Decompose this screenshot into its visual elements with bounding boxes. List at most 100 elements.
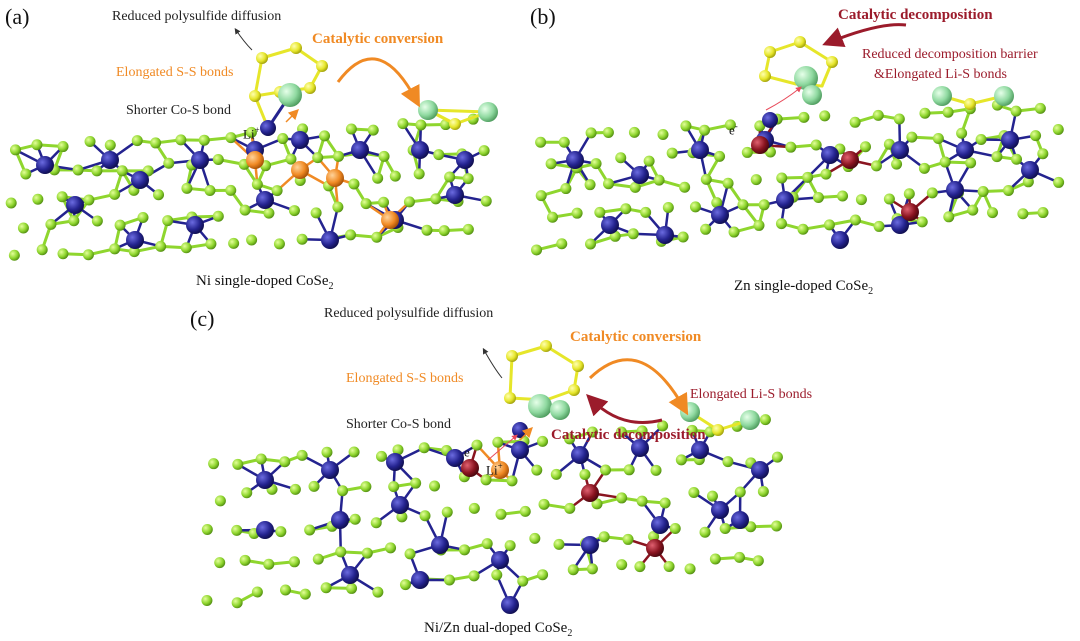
se-atom xyxy=(556,238,568,250)
se-atom xyxy=(201,594,213,606)
se-atom xyxy=(392,444,404,456)
se-atom xyxy=(481,538,493,550)
ss-bonds-note-c: Elongated S-S bonds xyxy=(346,371,464,386)
se-atom xyxy=(535,190,547,202)
co-atom xyxy=(751,461,769,479)
se-atom xyxy=(986,207,998,219)
s-atom xyxy=(256,52,268,64)
se-atom xyxy=(20,168,32,180)
se-atom xyxy=(345,229,357,241)
se-atom xyxy=(480,474,492,486)
s-atom xyxy=(826,56,838,68)
se-atom xyxy=(430,193,442,205)
s-s-bond xyxy=(253,56,264,98)
se-atom xyxy=(163,157,175,169)
caption-c: Ni/Zn dual-doped CoSe2 xyxy=(424,620,573,639)
se-atom xyxy=(312,553,324,565)
se-atom xyxy=(346,582,358,594)
se-atom xyxy=(615,426,627,438)
diffusion-note-c: Reduced polysulfide diffusion xyxy=(324,306,494,321)
se-atom xyxy=(360,198,372,210)
se-atom xyxy=(699,526,711,538)
li-atom xyxy=(740,410,760,430)
se-atom xyxy=(378,196,390,208)
se-atom xyxy=(225,132,237,144)
se-atom xyxy=(1034,102,1046,114)
se-atom xyxy=(906,131,918,143)
se-atom xyxy=(752,555,764,567)
se-atom xyxy=(657,128,669,140)
s-atom xyxy=(504,392,516,404)
zn-atom xyxy=(841,151,859,169)
se-atom xyxy=(600,464,612,476)
se-atom xyxy=(932,132,944,144)
se-atom xyxy=(82,249,94,261)
se-atom xyxy=(56,191,68,203)
se-atom xyxy=(506,475,518,487)
se-atom xyxy=(441,506,453,518)
se-atom xyxy=(332,201,344,213)
se-atom xyxy=(585,127,597,139)
s-atom xyxy=(759,70,771,82)
se-atom xyxy=(333,150,345,162)
se-atom xyxy=(636,425,648,437)
zn-atom xyxy=(646,539,664,557)
se-atom xyxy=(239,204,251,216)
co-atom xyxy=(511,441,529,459)
li-atom xyxy=(550,400,570,420)
se-atom xyxy=(444,171,456,183)
se-atom xyxy=(620,203,632,215)
se-atom xyxy=(728,226,740,238)
se-atom xyxy=(810,139,822,151)
se-atom xyxy=(684,563,696,575)
se-atom xyxy=(579,469,591,481)
se-atom xyxy=(967,204,979,216)
co-atom xyxy=(601,216,619,234)
co-atom xyxy=(256,471,274,489)
se-atom xyxy=(758,199,770,211)
se-atom xyxy=(891,158,903,170)
se-atom xyxy=(722,177,734,189)
barrier-note-b-line1: Reduced decomposition barrier xyxy=(862,47,1038,62)
se-atom xyxy=(1030,130,1042,142)
co-atom xyxy=(731,511,749,529)
co-atom xyxy=(260,120,276,136)
se-atom xyxy=(722,456,734,468)
se-atom xyxy=(175,134,187,146)
se-atom xyxy=(114,219,126,231)
co-atom xyxy=(341,566,359,584)
s-atom xyxy=(794,36,806,48)
cos-bond-note-c: Shorter Co-S bond xyxy=(346,417,451,432)
se-atom xyxy=(669,522,681,534)
lattice-panel-c xyxy=(201,414,783,614)
se-atom xyxy=(679,181,691,193)
li-atom xyxy=(418,100,438,120)
se-atom xyxy=(1037,148,1049,160)
diffusion-arrow-c xyxy=(482,347,503,379)
se-atom xyxy=(663,560,675,572)
se-atom xyxy=(629,181,641,193)
co-atom xyxy=(821,146,839,164)
se-atom xyxy=(680,120,692,132)
se-atom xyxy=(480,195,492,207)
co-atom xyxy=(431,536,449,554)
co-atom xyxy=(762,112,778,128)
se-atom xyxy=(650,464,662,476)
se-atom xyxy=(389,170,401,182)
se-atom xyxy=(478,145,490,157)
co-atom xyxy=(651,516,669,534)
se-atom xyxy=(538,498,550,510)
se-atom xyxy=(919,107,931,119)
se-atom xyxy=(628,126,640,138)
panel-label-b: (b) xyxy=(530,4,556,29)
li-atom xyxy=(802,85,822,105)
co-atom xyxy=(631,166,649,184)
co-atom xyxy=(501,596,519,614)
co-atom xyxy=(656,226,674,244)
se-atom xyxy=(91,215,103,227)
li-atom xyxy=(278,83,302,107)
co-atom xyxy=(321,231,339,249)
se-atom xyxy=(823,219,835,231)
se-atom xyxy=(567,564,579,576)
se-atom xyxy=(492,436,504,448)
